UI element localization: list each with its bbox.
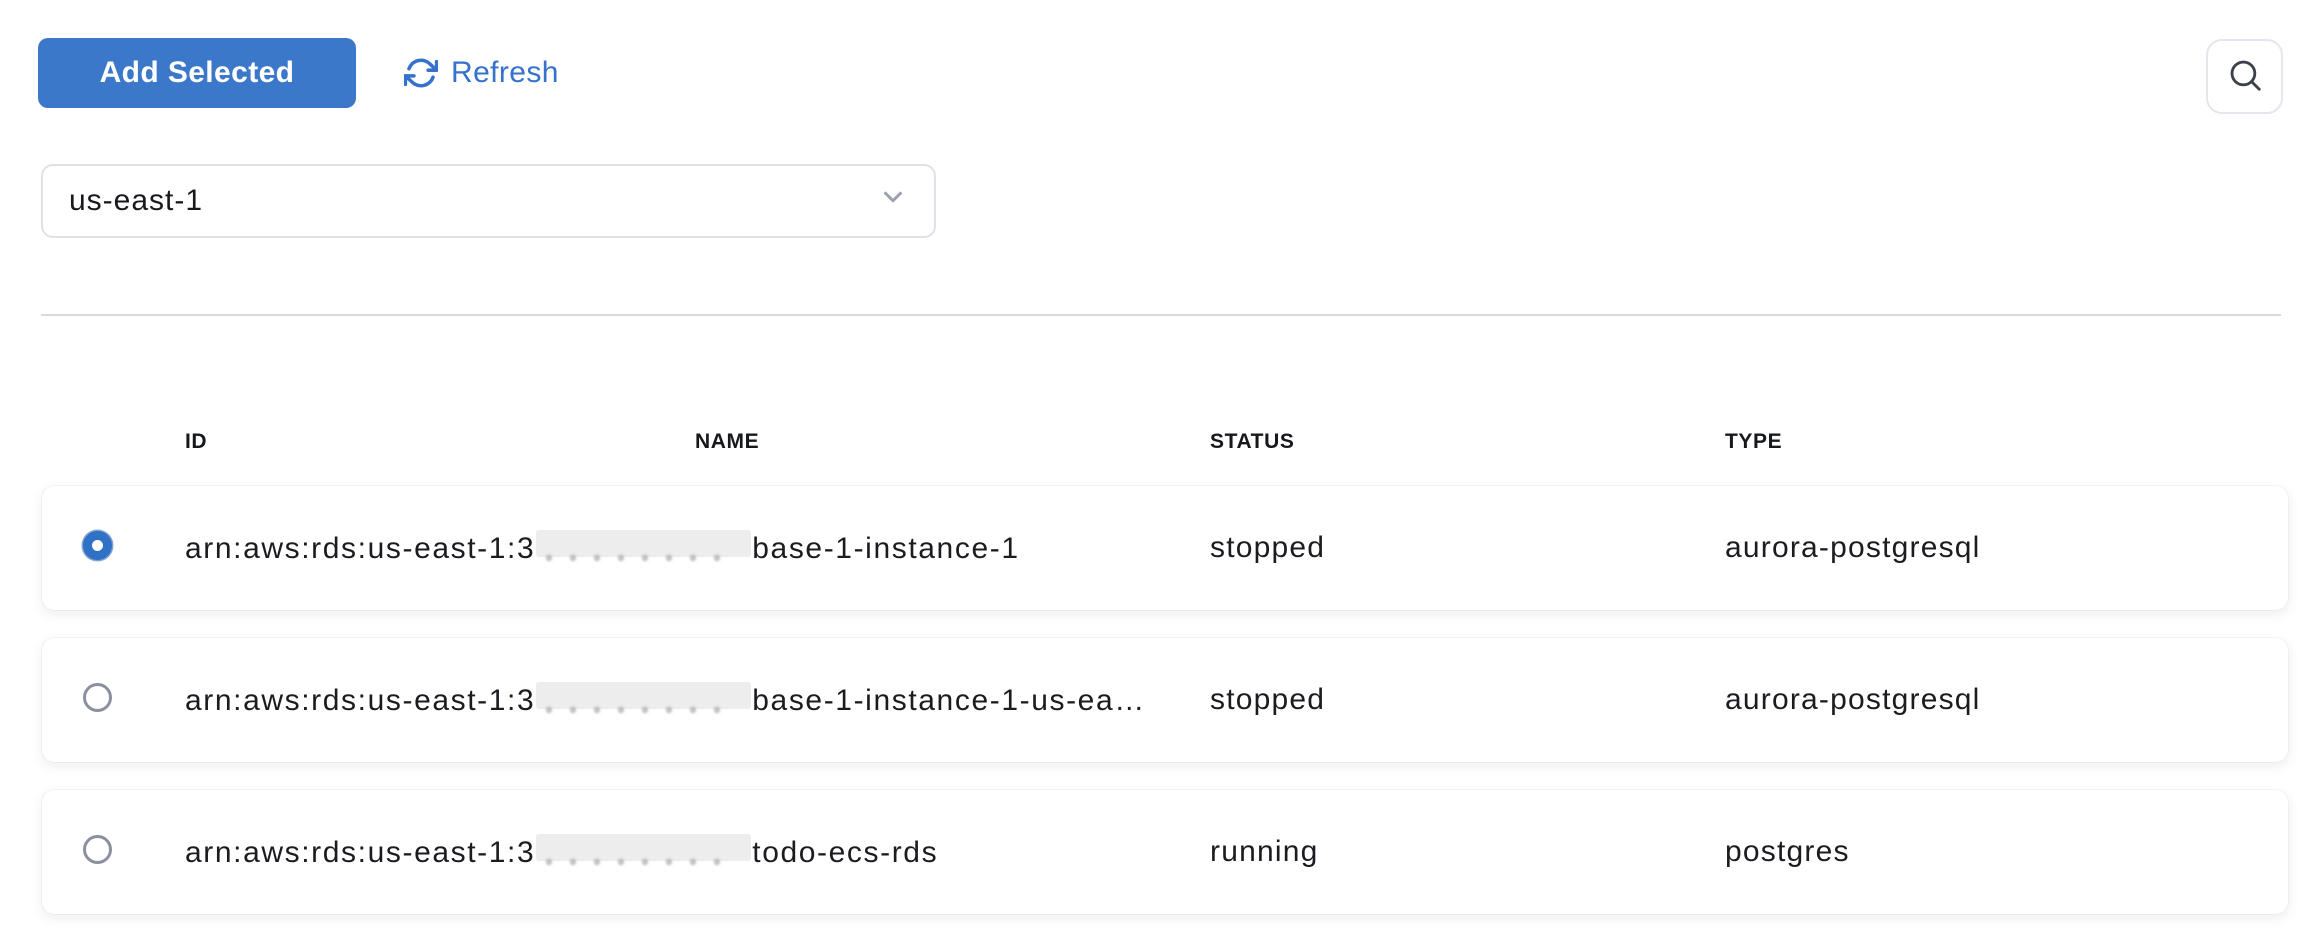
row-id: arn:aws:rds:us-east-1:3 base-1-instance-1… <box>185 682 1210 718</box>
redacted-account-id <box>536 834 752 861</box>
id-prefix: arn:aws:rds:us-east-1:3 <box>185 684 536 717</box>
radio-cell <box>42 835 185 869</box>
region-dropdown[interactable]: us-east-1 <box>41 164 936 238</box>
row-type: aurora-postgresql <box>1725 683 1981 716</box>
divider <box>41 314 2281 316</box>
id-suffix: todo-ecs-rds <box>752 836 939 869</box>
row-id: arn:aws:rds:us-east-1:3 base-1-instance-1 <box>185 530 1210 566</box>
radio-cell <box>42 531 185 565</box>
search-icon <box>2226 56 2264 97</box>
refresh-label: Refresh <box>451 56 559 89</box>
id-prefix: arn:aws:rds:us-east-1:3 <box>185 532 536 565</box>
table-row[interactable]: arn:aws:rds:us-east-1:3 todo-ecs-rds runn… <box>42 790 2288 914</box>
column-header-spacer <box>42 425 185 459</box>
redacted-account-id <box>536 682 752 709</box>
row-status: stopped <box>1210 683 1326 716</box>
row-radio-selected[interactable] <box>83 531 112 560</box>
search-button[interactable] <box>2206 39 2283 114</box>
radio-cell <box>42 683 185 717</box>
add-selected-button[interactable]: Add Selected <box>38 38 356 108</box>
id-prefix: arn:aws:rds:us-east-1:3 <box>185 836 536 869</box>
redacted-account-id <box>536 530 752 557</box>
column-header-status: STATUS <box>1210 430 1295 453</box>
id-suffix: base-1-instance-1 <box>752 532 1020 565</box>
row-type: aurora-postgresql <box>1725 531 1981 564</box>
table-row[interactable]: arn:aws:rds:us-east-1:3 base-1-instance-1… <box>42 638 2288 762</box>
row-radio[interactable] <box>83 835 112 864</box>
table-row[interactable]: arn:aws:rds:us-east-1:3 base-1-instance-1… <box>42 486 2288 610</box>
refresh-button[interactable]: Refresh <box>404 38 559 108</box>
row-status: stopped <box>1210 531 1326 564</box>
chevron-down-icon <box>878 182 908 220</box>
refresh-icon <box>404 56 438 90</box>
column-header-name: NAME <box>695 430 760 453</box>
column-header-type: TYPE <box>1725 430 1783 453</box>
column-header-id: ID <box>185 430 208 453</box>
table-header: ID NAME STATUS TYPE <box>42 425 2288 459</box>
region-dropdown-value: us-east-1 <box>69 184 204 217</box>
row-type: postgres <box>1725 835 1850 868</box>
id-suffix: base-1-instance-1-us-ea… <box>752 684 1146 717</box>
instance-list: arn:aws:rds:us-east-1:3 base-1-instance-1… <box>42 486 2288 942</box>
row-status: running <box>1210 835 1319 868</box>
row-id: arn:aws:rds:us-east-1:3 todo-ecs-rds <box>185 834 1210 870</box>
row-radio[interactable] <box>83 683 112 712</box>
